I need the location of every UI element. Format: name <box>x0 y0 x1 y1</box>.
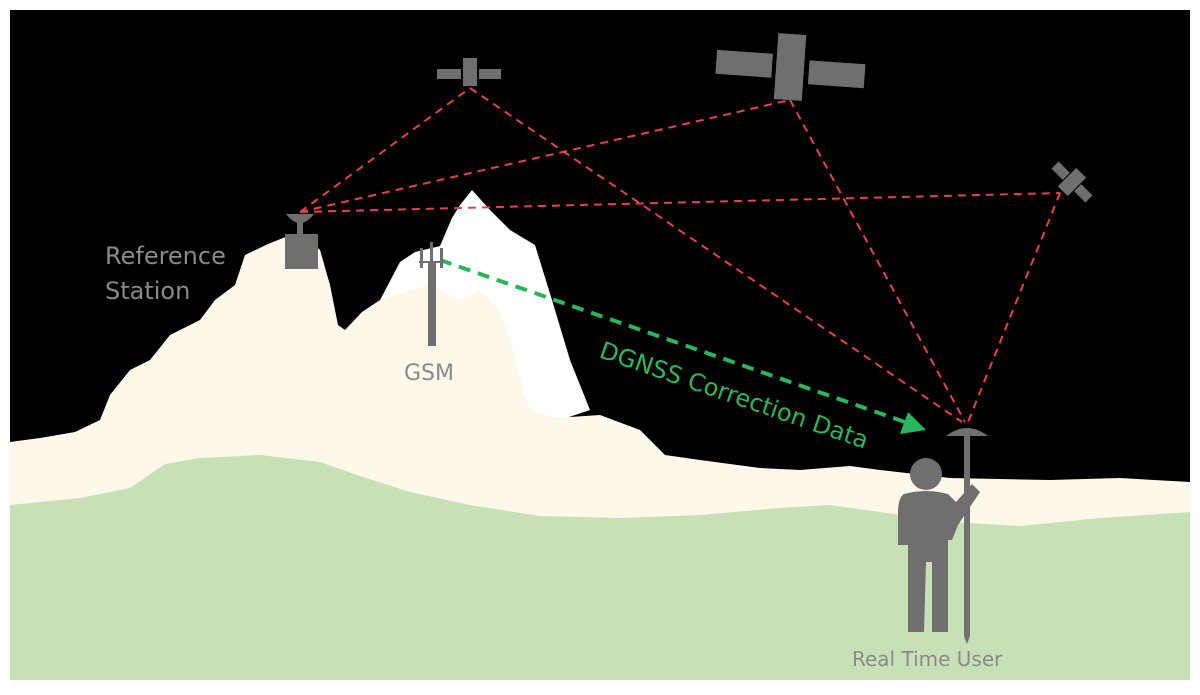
tower-antenna-right <box>440 248 443 268</box>
grass-ground <box>10 455 1190 680</box>
signal-ref-sat3 <box>299 192 1061 213</box>
antenna-dish-icon <box>286 214 314 223</box>
satellite-panel-left <box>1051 161 1070 180</box>
satellite-signals <box>299 87 1061 423</box>
satellite-panel-right <box>807 60 866 89</box>
reference-station-label-line2: Station <box>105 277 190 305</box>
arrowhead-icon <box>900 412 926 434</box>
rover-antenna-icon <box>946 428 988 436</box>
satellite-panel-right <box>479 69 501 79</box>
satellite-icon <box>715 33 866 101</box>
antenna-mast <box>297 222 303 236</box>
satellite-panel-left <box>437 69 461 79</box>
person-icon <box>898 458 980 632</box>
satellite-panel-right <box>1074 184 1093 203</box>
rover-pole-tip <box>964 636 970 644</box>
satellite-body <box>463 58 477 86</box>
signal-user-sat1 <box>469 87 963 423</box>
satellite-icon <box>1051 161 1093 203</box>
rover-pole <box>964 436 970 636</box>
satellite-body <box>773 33 807 101</box>
person-head <box>910 458 942 490</box>
gnss-rover-pole-icon <box>946 428 988 644</box>
station-box <box>285 234 318 269</box>
cell-tower-icon <box>419 242 444 346</box>
tower-antenna-center <box>430 242 433 264</box>
person-body <box>898 484 980 632</box>
tower-antenna-left <box>420 248 423 268</box>
satellite-panel-left <box>715 49 773 78</box>
satellite-icon <box>437 58 501 86</box>
satellite-body <box>1057 167 1087 197</box>
real-time-user-label: Real Time User <box>852 647 1003 671</box>
correction-arrow-line <box>439 258 906 424</box>
gsm-label: GSM <box>404 361 454 386</box>
signal-ref-sat1 <box>299 87 471 213</box>
tower-mast <box>428 262 436 346</box>
reference-station <box>285 214 318 269</box>
signal-user-sat2 <box>789 99 966 423</box>
reference-station-label-line1: Reference <box>105 242 226 270</box>
correction-arrow <box>439 258 926 434</box>
